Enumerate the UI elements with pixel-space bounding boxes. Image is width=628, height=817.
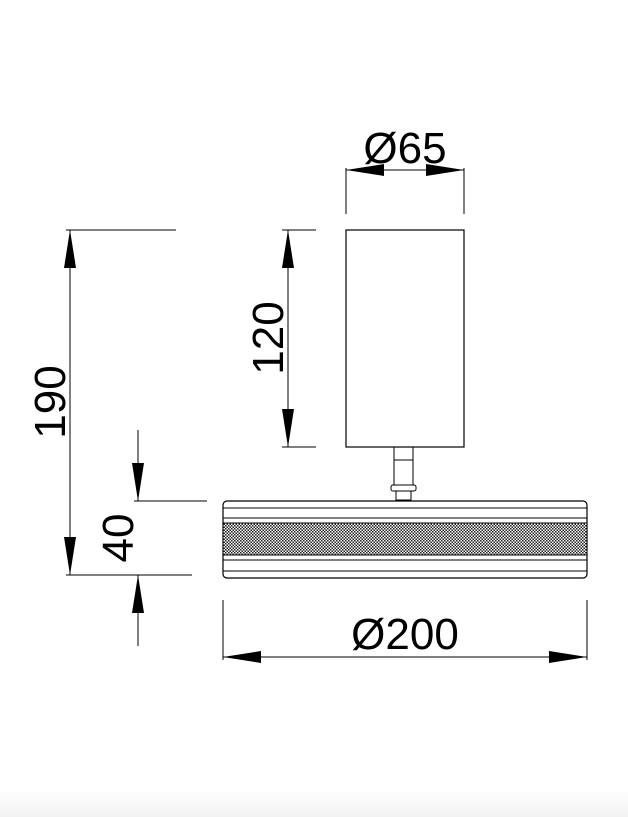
dimension-cylinder-height: 120 — [244, 229, 316, 448]
bottom-fade — [0, 790, 628, 817]
dimension-base-diameter: Ø200 — [222, 600, 588, 663]
cylinder-height-label: 120 — [244, 301, 293, 374]
dimension-total-height: 190 — [26, 229, 192, 576]
cylinder-body — [345, 229, 465, 448]
connector-stem — [390, 447, 417, 501]
cylinder-diameter-label: Ø65 — [363, 124, 446, 173]
dimension-base-height: 40 — [94, 430, 207, 646]
total-height-label: 190 — [26, 365, 75, 438]
base-height-label: 40 — [94, 514, 143, 563]
base-diameter-label: Ø200 — [351, 610, 459, 659]
base-disc — [222, 500, 588, 579]
dimension-cylinder-diameter: Ø65 — [345, 124, 465, 214]
